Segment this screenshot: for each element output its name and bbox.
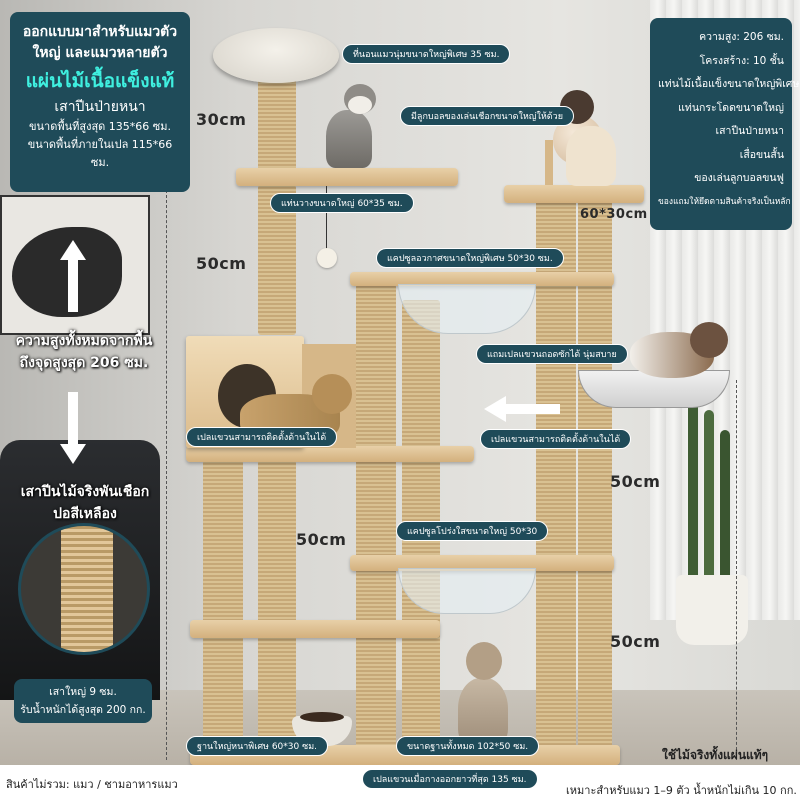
transparent-capsule <box>398 568 536 614</box>
callout-label: มีลูกบอลของเล่นเชือกขนาดใหญ่ให้ด้วย <box>400 106 574 126</box>
post-right <box>536 195 576 755</box>
arrow-up-icon <box>60 240 86 312</box>
spec-item: เสาปีนป่ายหนา <box>715 125 784 137</box>
toy-ball <box>317 248 337 268</box>
feature-line-5: ขนาดพื้นที่ภายในเปล 115*66 ซม. <box>27 138 173 169</box>
spec-item: แท่นกระโดดขนาดใหญ่ <box>678 101 784 114</box>
dimension-label: 50cm <box>610 632 661 651</box>
spec-item: โครงสร้าง: 10 ชั้น <box>699 54 784 67</box>
post-note-box: เสาใหญ่ 9 ซม. รับน้ำหนักได้สูงสุด 200 กก… <box>14 679 152 723</box>
total-height-note: ความสูงทั้งหมดจากพื้น ถึงจุดสูงสุด 206 ซ… <box>0 330 168 374</box>
sisal-note: เสาปีนไม้จริงพันเชือก ปอสีเหลือง <box>0 481 170 525</box>
post-right-2 <box>578 195 612 755</box>
dimension-label: 60*30cm <box>580 207 648 222</box>
guide-line <box>166 190 167 760</box>
arrow-down-icon <box>60 392 86 464</box>
platform-capsule-top <box>350 272 614 286</box>
feature-line-3: เสาปีนป่ายหนา <box>54 99 146 115</box>
feature-line-4: ขนาดพื้นที่สูงสุด 135*66 ซม. <box>28 120 172 133</box>
callout-label: แคปซูลโปร่งใสขนาดใหญ่ 50*30 <box>396 521 549 541</box>
spec-item: ความสูง: 206 ซม. <box>699 31 784 43</box>
space-capsule <box>398 284 536 334</box>
spec-item: ของแถมให้ยึดตามสินค้าจริงเป็นหลัก <box>658 196 791 207</box>
sisal-line-2: ปอสีเหลือง <box>53 506 117 522</box>
wall-art <box>0 195 150 335</box>
arrow-left-icon <box>484 396 560 422</box>
cat-tabby-top <box>318 80 378 170</box>
post-note-line-2: รับน้ำหนักได้สูงสุด 200 กก. <box>20 704 146 716</box>
feature-line-2: ใหญ่ และแมวหลายตัว <box>32 45 168 61</box>
spec-box-right: ความสูง: 206 ซม. โครงสร้าง: 10 ชั้น แท่น… <box>650 18 800 230</box>
callout-label: แถมเปลแขวนถอดซักได้ นุ่มสบาย <box>476 344 628 364</box>
cat-calico <box>626 318 736 382</box>
post-note-line-1: เสาใหญ่ 9 ซม. <box>49 686 117 698</box>
spec-item: แท่นไม้เนื้อแข็งขนาดใหญ่พิเศษ <box>658 78 800 90</box>
post-center <box>356 284 396 754</box>
cat-siamese <box>556 88 636 188</box>
total-height-line-2: ถึงจุดสูงสุด 206 ซม. <box>19 355 149 371</box>
callout-label: ขนาดฐานทั้งหมด 102*50 ซม. <box>396 736 540 756</box>
callout-label: แท่นวางขนาดใหญ่ 60*35 ซม. <box>270 193 414 213</box>
sisal-closeup <box>18 523 150 655</box>
platform-mid-left <box>186 446 474 462</box>
callout-label: ฐานใหญ่หนาพิเศษ 60*30 ซม. <box>186 736 328 756</box>
callout-label: ที่นอนแมวนุ่มขนาดใหญ่พิเศษ 35 ซม. <box>342 44 511 64</box>
cat-bottom <box>444 638 524 748</box>
callout-label: แคปซูลอวกาศขนาดใหญ่พิเศษ 50*30 ซม. <box>376 248 564 268</box>
feature-highlight: แผ่นไม้เนื้อแข็งแท้ <box>25 70 175 92</box>
platform-low <box>190 620 440 638</box>
dimension-label: 50cm <box>610 472 661 491</box>
platform-top <box>236 168 458 186</box>
ball-string <box>326 186 327 250</box>
total-height-line-1: ความสูงทั้งหมดจากพื้น <box>15 333 153 349</box>
feature-box-left: ออกแบบมาสำหรับแมวตัว ใหญ่ และแมวหลายตัว … <box>10 12 190 192</box>
dimension-label: 30cm <box>196 110 247 129</box>
callout-label: เปลแขวนเมื่อกางออกยาวที่สุด 135 ซม. <box>362 769 538 789</box>
ball-post <box>545 140 553 185</box>
callout-label: เปลแขวนสามารถติดตั้งด้านในได้ <box>480 429 632 449</box>
sisal-line-1: เสาปีนไม้จริงพันเชือก <box>20 484 150 500</box>
dimension-label: 50cm <box>296 530 347 549</box>
callout-label: เปลแขวนสามารถติดตั้งด้านในได้ <box>186 427 338 447</box>
guide-line <box>736 380 737 760</box>
cat-bed-top <box>213 28 339 83</box>
real-wood-note: ใช้ไม้จริงทั้งแผ่นแท้ๆ <box>662 748 769 762</box>
post-left-low <box>203 460 243 755</box>
post-left-low-2 <box>258 460 296 755</box>
not-included-note: สินค้าไม่รวม: แมว / ชามอาหารแมว <box>6 778 178 791</box>
spec-item: เสื่อขนสั้น <box>739 148 784 161</box>
feature-line-1: ออกแบบมาสำหรับแมวตัว <box>22 24 178 40</box>
platform-right-top <box>504 185 644 203</box>
plant-pot <box>676 575 748 645</box>
suitable-for-note: เหมาะสำหรับแมว 1–9 ตัว น้ำหนักไม่เกิน 10… <box>566 784 797 797</box>
plant <box>680 390 740 590</box>
dimension-label: 50cm <box>196 254 247 273</box>
platform-mid-right <box>350 555 614 571</box>
spec-item: ของเล่นลูกบอลขนฟู <box>694 172 784 184</box>
